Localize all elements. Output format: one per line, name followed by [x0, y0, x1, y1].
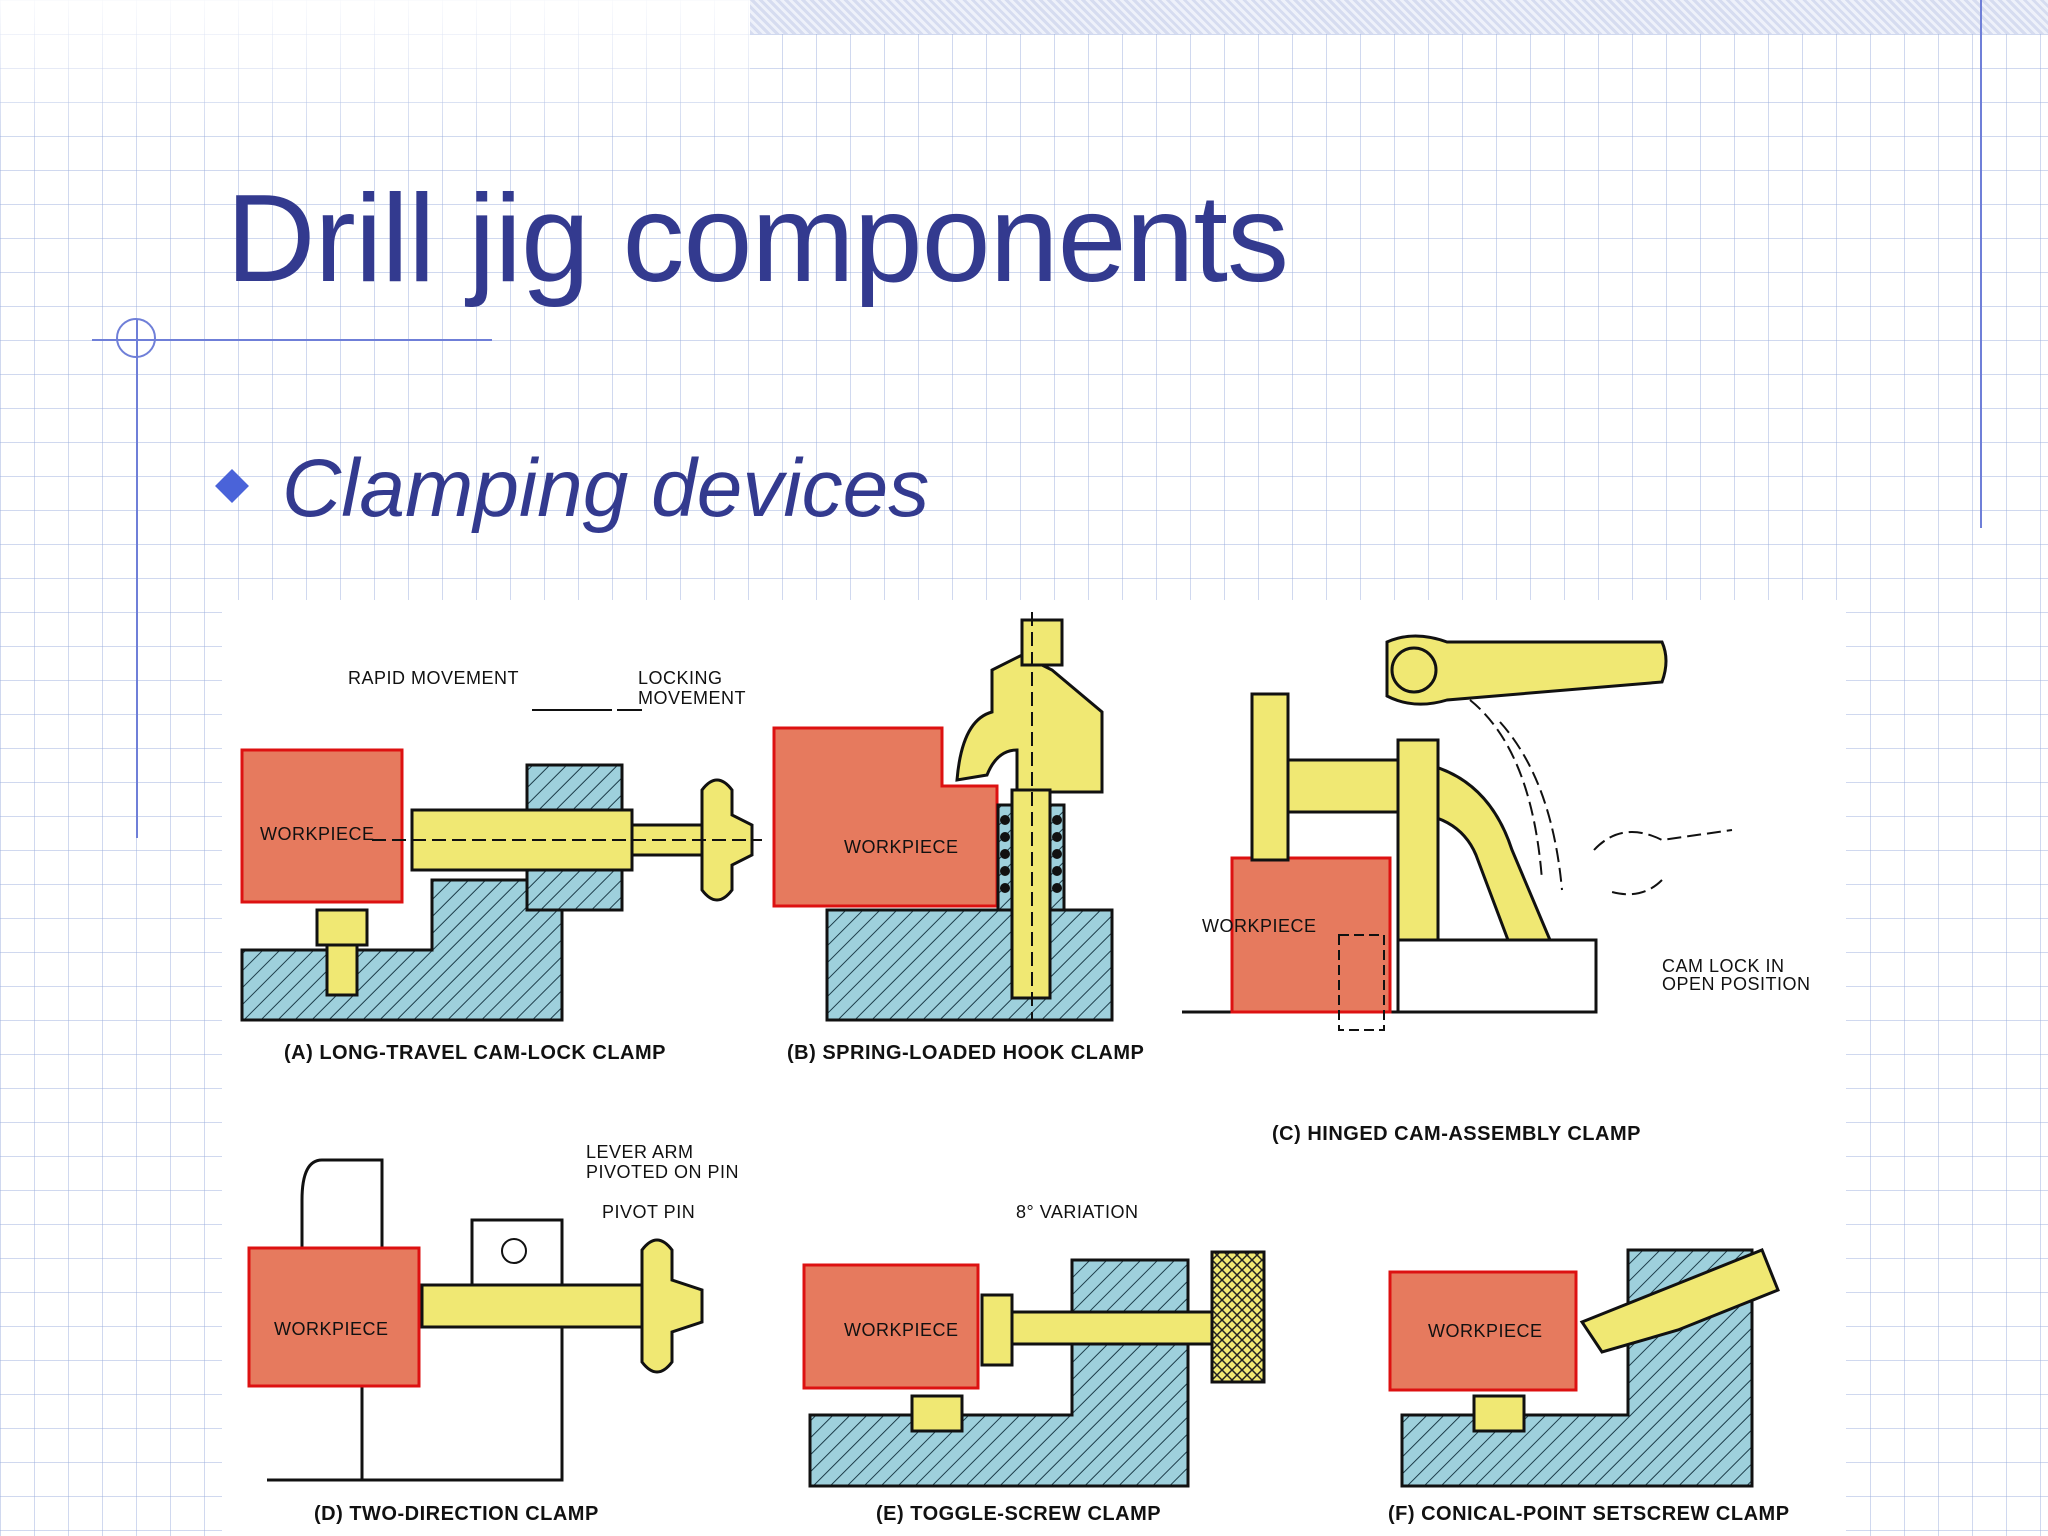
panel-d-pivot-pin — [501, 1238, 527, 1264]
bullet-text: Clamping devices — [282, 443, 930, 534]
panel-c-cam-pivot — [1390, 646, 1438, 694]
top-pattern-band — [750, 0, 2048, 34]
panel-d-note-pivot: PIVOT PIN — [602, 1202, 695, 1222]
panel-e-knurled-knob — [1210, 1250, 1266, 1384]
clamping-diagram: WORKPIECE RAPID MOVEMENT LOCKING MOVEMEN… — [240, 612, 1811, 1525]
panel-e-screw-head — [910, 1394, 964, 1433]
panel-e-note-variation: 8° VARIATION — [1016, 1202, 1139, 1222]
panel-b-base — [825, 908, 1114, 1022]
panel-a-workpiece-label: WORKPIECE — [260, 824, 375, 844]
panel-d-caption: (D) TWO-DIRECTION CLAMP — [314, 1503, 599, 1525]
panel-c-hinge-block — [1396, 938, 1598, 1014]
panel-f-caption: (F) CONICAL-POINT SETSCREW CLAMP — [1388, 1503, 1790, 1525]
panel-b-workpiece — [772, 726, 999, 908]
panel-a: WORKPIECE RAPID MOVEMENT LOCKING MOVEMEN… — [240, 668, 762, 1064]
panel-a-note-rapid: RAPID MOVEMENT — [348, 668, 519, 688]
panel-a-caption: (A) LONG-TRAVEL CAM-LOCK CLAMP — [284, 1042, 666, 1064]
panel-d-note-lever-1: LEVER ARM — [586, 1142, 694, 1162]
diamond-bullet-icon — [215, 469, 249, 503]
panel-c: WORKPIECE CAM LOCK IN OPEN POSITION (C) … — [1182, 634, 1811, 1145]
panel-f-workpiece — [1388, 1270, 1578, 1392]
panel-d-note-lever-2: PIVOTED ON PIN — [586, 1162, 739, 1182]
panel-e-workpiece-label: WORKPIECE — [844, 1320, 959, 1340]
panel-a-screw-head — [315, 908, 369, 947]
panel-e-workpiece — [802, 1263, 980, 1390]
panel-a-note-locking: LOCKING — [638, 668, 723, 688]
panel-d-screw — [420, 1283, 654, 1329]
panel-f-setscrew — [1579, 1248, 1780, 1354]
panel-a-workpiece — [240, 748, 404, 904]
panel-b-hook — [955, 653, 1104, 794]
panel-e-toggle-pad — [980, 1293, 1014, 1367]
panel-c-pin-hidden — [1338, 934, 1385, 1031]
panel-d-workpiece — [247, 1246, 421, 1388]
panel-b-workpiece-label: WORKPIECE — [844, 837, 959, 857]
panel-d: WORKPIECE LEVER ARM PIVOTED ON PIN PIVOT… — [247, 1142, 739, 1525]
panel-c-note-line2: OPEN POSITION — [1662, 974, 1811, 994]
left-accent-line — [136, 320, 138, 838]
panel-b-caption: (B) SPRING-LOADED HOOK CLAMP — [787, 1042, 1144, 1064]
panel-e-caption: (E) TOGGLE-SCREW CLAMP — [876, 1503, 1161, 1525]
panel-a-screw — [325, 943, 359, 997]
panel-a-knob — [700, 778, 754, 902]
panel-c-cam-handle — [1385, 634, 1668, 706]
panel-d-workpiece-label: WORKPIECE — [274, 1319, 389, 1339]
slide-title: Drill jig components — [226, 170, 1289, 308]
title-underline — [92, 339, 492, 341]
panel-c-caption: (C) HINGED CAM-ASSEMBLY CLAMP — [1272, 1123, 1641, 1145]
panel-e-toggle-screw — [1000, 1310, 1218, 1346]
right-accent-line — [1980, 0, 1982, 528]
panel-f: WORKPIECE (F) CONICAL-POINT SETSCREW CLA… — [1388, 1248, 1790, 1525]
panel-b-spring-coils — [1000, 815, 1062, 893]
panel-c-post — [1396, 738, 1440, 942]
panel-a-note-movement: MOVEMENT — [638, 688, 746, 708]
panel-d-knob — [640, 1238, 704, 1374]
panel-f-workpiece-label: WORKPIECE — [1428, 1321, 1543, 1341]
panel-c-cam-open-outline — [1593, 829, 1733, 896]
panel-c-cam-swing-path — [1469, 699, 1563, 891]
panel-f-screw-head — [1472, 1394, 1526, 1433]
clamping-devices-figure: WORKPIECE RAPID MOVEMENT LOCKING MOVEMEN… — [222, 600, 1846, 1536]
panel-c-screw — [1250, 692, 1290, 862]
corner-fade — [0, 0, 750, 140]
panel-c-workpiece-label: WORKPIECE — [1202, 916, 1317, 936]
panel-e: WORKPIECE 8° VARIATION (E) TOGGLE-SCREW … — [802, 1202, 1266, 1525]
bullet-item: Clamping devices — [215, 442, 930, 536]
panel-b: WORKPIECE (B) SPRING-LOADED HOOK CLAMP — [772, 612, 1144, 1064]
crosshair-ornament — [116, 318, 156, 358]
panel-c-note-line1: CAM LOCK IN — [1662, 956, 1785, 976]
panel-b-nut — [1020, 618, 1064, 667]
